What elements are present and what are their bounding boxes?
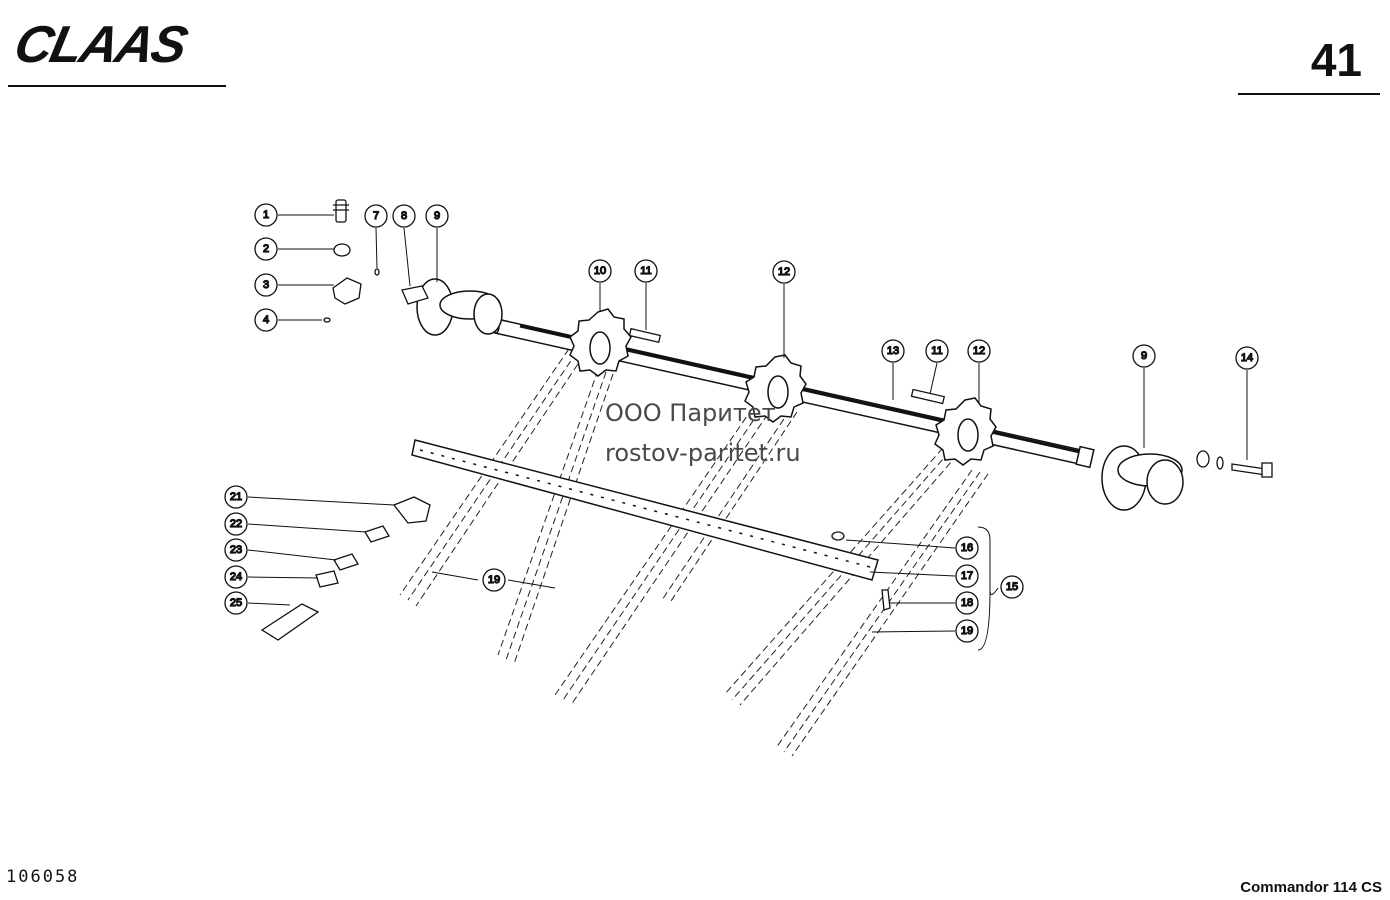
callout-8: 8 [392, 204, 416, 228]
svg-text:24: 24 [230, 571, 242, 583]
callout-12-mid: 12 [772, 260, 796, 284]
svg-text:12: 12 [973, 345, 985, 357]
svg-text:9: 9 [434, 210, 440, 222]
watermark: ООО Паритет rostov-paritet.ru [605, 399, 801, 467]
bearing-housing-left [416, 278, 503, 336]
svg-text:11: 11 [931, 345, 942, 357]
svg-text:22: 22 [230, 518, 242, 530]
slat-bar [411, 439, 879, 581]
callout-11-left: 11 [634, 259, 658, 283]
callout-22: 22 [224, 512, 248, 536]
svg-text:19: 19 [961, 625, 973, 637]
key-parts [628, 327, 946, 405]
bearing-housing-right [1101, 445, 1184, 511]
callout-17: 17 [955, 564, 979, 588]
small-parts-right [1196, 450, 1273, 478]
callout-4: 4 [254, 308, 278, 332]
callout-11-right: 11 [925, 339, 949, 363]
svg-text:4: 4 [263, 314, 269, 326]
callout-13: 13 [881, 339, 905, 363]
callouts: 1 2 3 4 7 8 9 10 11 12 13 11 12 9 14 21 … [224, 203, 1259, 643]
drawing-number: 106058 [6, 867, 79, 887]
svg-text:17: 17 [961, 570, 973, 582]
callout-18: 18 [955, 591, 979, 615]
callout-21: 21 [224, 485, 248, 509]
watermark-line-1: ООО Паритет [605, 399, 776, 427]
watermark-line-2: rostov-paritet.ru [605, 439, 801, 467]
callout-14: 14 [1235, 346, 1259, 370]
callout-9-left: 9 [425, 204, 449, 228]
svg-text:18: 18 [961, 597, 973, 609]
callout-2: 2 [254, 237, 278, 261]
callout-3: 3 [254, 273, 278, 297]
sprocket-10 [569, 308, 632, 377]
small-parts-left [323, 199, 429, 323]
chain-link-parts [260, 496, 431, 641]
svg-text:9: 9 [1141, 350, 1147, 362]
callout-10: 10 [588, 259, 612, 283]
callout-7: 7 [364, 204, 388, 228]
svg-text:25: 25 [230, 597, 242, 609]
svg-text:23: 23 [230, 544, 242, 556]
svg-text:10: 10 [594, 265, 606, 277]
callout-19-right: 19 [955, 619, 979, 643]
claas-logo: CLAAS [8, 16, 226, 87]
model-name: Commandor 114 CS [1240, 879, 1382, 896]
svg-text:16: 16 [961, 542, 973, 554]
sprocket-12a [744, 354, 807, 423]
svg-text:12: 12 [778, 266, 790, 278]
svg-text:1: 1 [263, 209, 269, 221]
brand-text: CLAAS [9, 16, 192, 74]
callout-15: 15 [1000, 575, 1024, 599]
svg-text:3: 3 [263, 279, 269, 291]
sprocket-12b [934, 397, 997, 466]
svg-text:7: 7 [373, 210, 379, 222]
svg-text:2: 2 [263, 243, 269, 255]
callout-25: 25 [224, 591, 248, 615]
callout-9-right: 9 [1132, 344, 1156, 368]
callout-23: 23 [224, 538, 248, 562]
callout-19-left: 19 [482, 568, 506, 592]
svg-text:14: 14 [1241, 352, 1253, 364]
callout-1: 1 [254, 203, 278, 227]
svg-text:13: 13 [887, 345, 899, 357]
svg-text:19: 19 [488, 574, 500, 586]
callout-12-right: 12 [967, 339, 991, 363]
slat-fasteners [831, 531, 891, 611]
svg-text:21: 21 [230, 491, 242, 503]
svg-text:11: 11 [640, 265, 651, 277]
callout-16: 16 [955, 536, 979, 560]
page-number: 41 [1311, 34, 1362, 86]
svg-text:8: 8 [401, 210, 407, 222]
leader-lines [247, 214, 1248, 651]
callout-24: 24 [224, 565, 248, 589]
page-number-block: 41 [1238, 34, 1380, 95]
svg-text:15: 15 [1006, 581, 1018, 593]
